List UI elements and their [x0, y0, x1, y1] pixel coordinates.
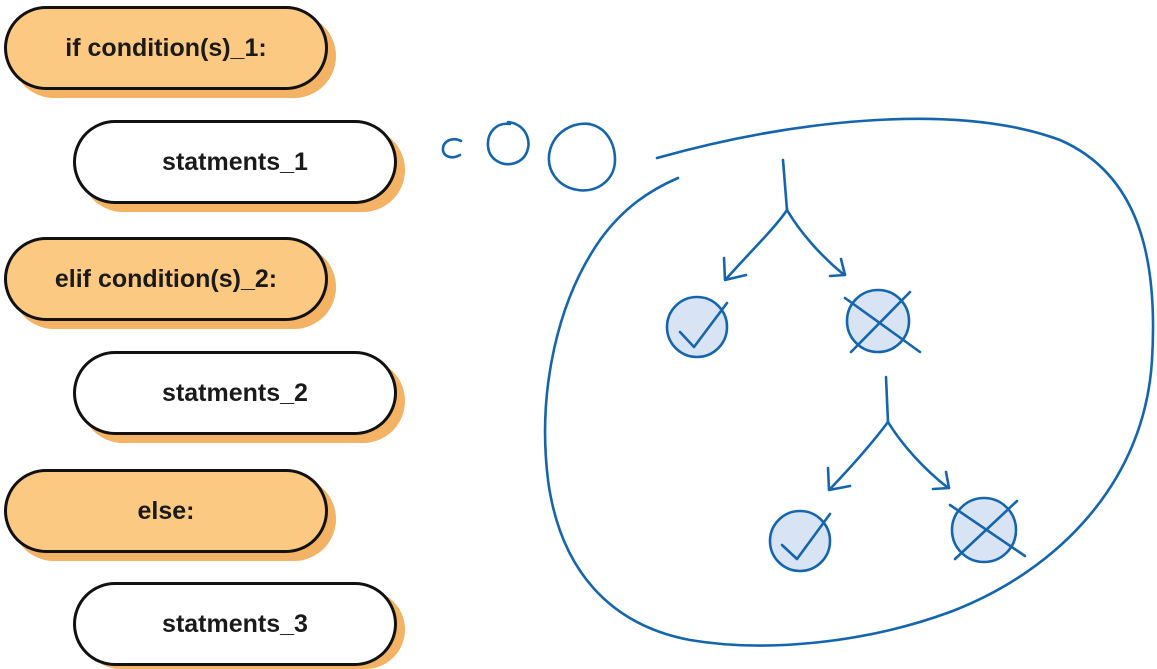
- if-block-label: if condition(s)_1:: [65, 33, 267, 62]
- elif-block: elif condition(s)_2:: [4, 237, 328, 321]
- arrowhead-right-icon: [828, 257, 847, 278]
- check-icon: [665, 295, 729, 359]
- branch-left-icon: [829, 420, 890, 490]
- cross-icon: [843, 288, 922, 354]
- bubble-main-icon: [543, 117, 1155, 647]
- branch-stem-icon: [884, 375, 890, 424]
- arrowhead-left-icon: [722, 256, 748, 282]
- bubble-large-icon: [547, 122, 617, 192]
- branch-stem-icon: [781, 158, 789, 212]
- statement-1-block: statments_1: [73, 120, 397, 204]
- bubble-medium-icon: [486, 120, 530, 166]
- bubble-small-icon: [441, 137, 463, 159]
- check-icon: [768, 509, 832, 573]
- statement-2-block: statments_2: [73, 351, 397, 435]
- else-block-label: else:: [137, 496, 195, 525]
- branch-left-icon: [725, 208, 789, 280]
- branch-right-icon: [785, 208, 845, 276]
- elif-block-label: elif condition(s)_2:: [54, 264, 278, 293]
- statement-1-label: statments_1: [162, 147, 308, 176]
- statement-3-block: statments_3: [73, 582, 397, 666]
- if-block: if condition(s)_1:: [4, 6, 328, 90]
- branch-right-icon: [886, 420, 949, 489]
- arrowhead-right-icon: [931, 470, 951, 491]
- statement-2-label: statments_2: [162, 378, 308, 407]
- statement-3-label: statments_3: [162, 609, 308, 638]
- arrowhead-left-icon: [826, 466, 852, 492]
- cross-icon: [948, 496, 1027, 564]
- else-block: else:: [4, 469, 328, 553]
